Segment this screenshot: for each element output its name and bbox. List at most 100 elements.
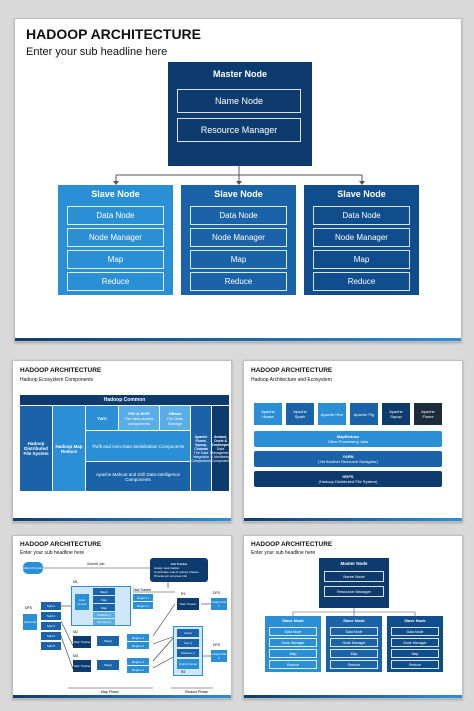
slide-subtitle: Hadoop Architecture and Ecosystem [251,377,332,383]
slide-accent-bar [13,518,231,521]
job-tracker-item-2: Coordinate map & reduce phases [154,570,199,574]
split-5: Split 5 [41,642,61,650]
map-fn-3: Map [93,604,115,611]
reduce-sort: Sort () [177,639,199,647]
hbase-box: HBase For Data Storage [160,406,190,430]
slide-subtitle: Enter your sub headline here [26,46,168,58]
slide-ecosystem-components[interactable]: HADOOP ARCHITECTURE Hadoop Ecosystem Com… [12,360,232,522]
layer-mapreduce-name: MapReduce [336,434,360,439]
master-node [319,558,389,608]
r1-label: R1 [181,592,186,596]
slide-job-flow[interactable]: HADOOP ARCHITECTURE Enter your sub headl… [12,535,232,699]
dfs-label-out-2: DFS [213,643,220,647]
resource-manager: Resource Manager [177,118,301,142]
slave-2-map: Map [190,250,287,269]
slide-main[interactable]: HADOOP ARCHITECTURE Enter your sub headl… [14,18,462,342]
name-node: Name Node [324,571,384,582]
input-file: Input File [23,614,37,630]
m3-region-1: Region 1 [127,658,149,665]
m3-region-2: Region 2 [127,666,149,673]
slave-node-3 [387,616,443,672]
slave-3-map: Map [313,250,410,269]
layer-mapreduce-desc: Other Processing Jobs [327,439,369,444]
slave-2-reduce: Reduce [330,660,378,669]
split-1: Split 1 [41,602,61,610]
job-tracker-item-3: Provide job progress info [154,574,188,578]
split-4: Split 4 [41,632,61,640]
slide-small-architecture[interactable]: HADOOP ARCHITECTURE Enter your sub headl… [243,535,463,699]
pig-hive-label: PIG & HIVE [128,410,150,416]
slide-title: HADOOP ARCHITECTURE [26,26,202,42]
task-tracker-m2: Task Tracker [73,636,91,648]
input-format: Input Format [75,594,89,610]
hadoop-common: Hadoop Common [20,395,229,405]
app-flume: Apache Flume [414,403,442,425]
slave-node-3-label: Slave Node [337,189,386,199]
slave-2-node-manager: Node Manager [190,228,287,247]
connector-lines [292,608,416,616]
slide-architecture-ecosystem[interactable]: HADOOP ARCHITECTURE Hadoop Architecture … [243,360,463,522]
slide-subtitle: Hadoop Ecosystem Components [20,377,94,383]
layer-hdfs: HDFS (Hadoop Distributed File System) [254,471,442,487]
name-node: Name Node [177,89,301,113]
slave-node-1 [265,616,321,672]
slide-subtitle: Enter your sub headline here [20,550,85,556]
slave-node-2 [181,185,296,295]
flume-box: Apache Flume, Sqoop, Chukwa The Data Int… [191,406,211,491]
task-tracker-r1: Task Tracker [177,598,199,610]
slide-accent-bar [244,518,462,521]
reduce-output-format: Output Format [177,659,199,669]
ambari-desc: Data Management & Monitoring Component [210,446,231,463]
m1-label: M1 [73,580,78,584]
layer-yarn-desc: (Yet Another Resource Navigator) [318,459,378,464]
m2-label: M2 [73,630,78,634]
output-file-1: Output File 1 [211,598,227,610]
slave-1-map: Map [67,250,164,269]
slave-3-reduce: Reduce [391,660,439,669]
slave-3-node-manager: Node Manager [391,638,439,647]
m3-map: Map() [97,660,119,670]
slide-title: HADOOP ARCHITECTURE [251,541,333,548]
app-spark: Apache Spark [286,403,314,425]
map-region-1: Region 1 [133,594,153,601]
slave-1-node-manager: Node Manager [67,228,164,247]
slave-node-1 [58,185,173,295]
app-hive: Apache Hive [318,403,346,425]
app-hbase: Apache Hbase [254,403,282,425]
resource-manager: Resource Manager [324,586,384,597]
ambari-label: Ambari, Oozie & Zookeeper [211,434,230,447]
task-tracker-label-1: Task Tracker [133,588,152,592]
job-tracker-label: Job Tracker [170,562,188,566]
reduce-read: Read [177,629,199,637]
m2-region-2: Region 2 [127,642,149,649]
slave-node-1-label: Slave Node [282,618,304,623]
slide-title: HADOOP ARCHITECTURE [20,541,102,548]
slide-title: HADOOP ARCHITECTURE [20,367,102,374]
slave-node-2-label: Slave Node [214,189,263,199]
slave-2-data-node: Data Node [330,627,378,636]
slave-1-reduce: Reduce [269,660,317,669]
m2-map: Map() [97,636,119,646]
m2-region-1: Region 1 [127,634,149,641]
ambari-box: Ambari, Oozie & Zookeeper Data Managemen… [210,406,231,491]
slave-2-node-manager: Node Manager [330,638,378,647]
layer-hdfs-name: HDFS [342,474,354,479]
app-sqoop: Apache Sqoop [382,403,410,425]
submit-job-label: Submit Job [87,562,105,566]
client-program: Client Program [23,562,43,574]
pig-hive-desc: The data access components [124,415,154,426]
slide-accent-bar [13,695,231,698]
mahout-box: Apache Mahout and Drill Data Intelligenc… [86,462,190,491]
dfs-label-input: DFS [25,606,32,610]
slave-3-data-node: Data Node [391,627,439,636]
hbase-desc: For Data Storage [167,415,183,426]
combine-fn: Combine () [93,619,115,625]
mapreduce-box: Hadoop Map Reduce [53,406,85,491]
slave-1-reduce: Reduce [67,272,164,291]
split-3: Split 3 [41,622,61,630]
dfs-label-out-1: DFS [213,591,220,595]
slide-accent-bar [15,338,461,341]
output-file-2: Output File 2 [211,650,227,662]
layer-yarn-name: YARN [342,454,354,459]
slave-node-3 [304,185,419,295]
